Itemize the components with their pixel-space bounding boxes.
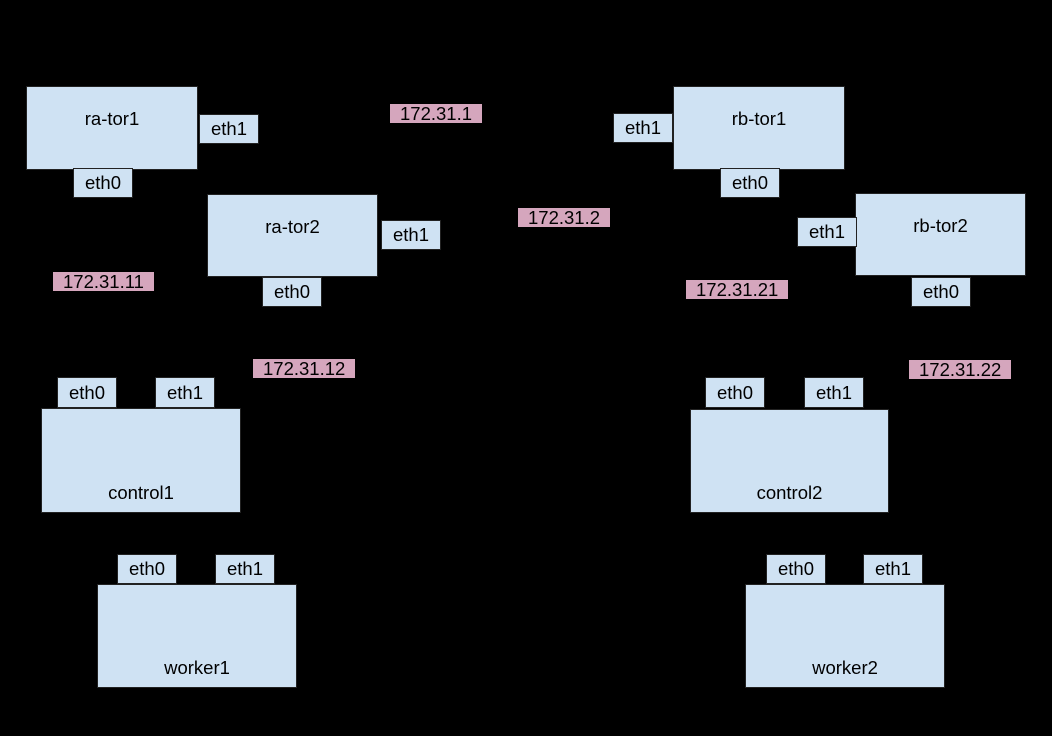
ip-label: 172.31.22 [909, 360, 1012, 379]
node-label-worker2: worker2 [812, 657, 878, 678]
ip-label: 172.31.1 [390, 104, 483, 123]
ip-label: 172.31.12 [253, 359, 356, 378]
port-label-worker1-eth1: eth1 [215, 554, 275, 584]
node-label-rb-tor1: rb-tor1 [731, 108, 787, 129]
node-ra-tor1: ra-tor1 [26, 86, 198, 170]
node-control2: control2 [690, 409, 889, 513]
node-ra-tor2: ra-tor2 [207, 194, 378, 277]
ip-label: 172.31.11 [53, 272, 154, 291]
port-label-worker2-eth1: eth1 [863, 554, 923, 584]
node-control1: control1 [41, 408, 241, 513]
node-worker2: worker2 [745, 584, 945, 688]
ip-label: 172.31.2 [518, 208, 611, 227]
port-label-worker2-eth0: eth0 [766, 554, 826, 584]
port-label-control1-eth1: eth1 [155, 377, 215, 408]
node-label-worker1: worker1 [164, 657, 230, 678]
port-label-control2-eth0: eth0 [705, 377, 765, 408]
port-label-rb-tor2-eth1: eth1 [797, 217, 857, 247]
node-rb-tor1: rb-tor1 [673, 86, 845, 170]
node-label-rb-tor2: rb-tor2 [913, 215, 968, 236]
port-label-rb-tor1-eth0: eth0 [720, 168, 780, 198]
port-label-rb-tor1-eth1: eth1 [613, 113, 673, 143]
node-rb-tor2: rb-tor2 [855, 193, 1026, 276]
ip-label: 172.31.21 [686, 280, 789, 299]
node-label-control2: control2 [756, 482, 823, 503]
node-label-ra-tor2: ra-tor2 [265, 216, 320, 237]
port-label-rb-tor2-eth0: eth0 [911, 277, 971, 307]
node-worker1: worker1 [97, 584, 297, 688]
node-label-ra-tor1: ra-tor1 [84, 108, 140, 129]
port-label-ra-tor1-eth1: eth1 [199, 114, 259, 144]
port-label-ra-tor2-eth0: eth0 [262, 277, 322, 307]
port-label-ra-tor2-eth1: eth1 [381, 220, 441, 250]
port-label-control1-eth0: eth0 [57, 377, 117, 408]
port-label-ra-tor1-eth0: eth0 [73, 168, 133, 198]
port-label-worker1-eth0: eth0 [117, 554, 177, 584]
port-label-control2-eth1: eth1 [804, 377, 864, 408]
node-label-control1: control1 [108, 482, 174, 503]
